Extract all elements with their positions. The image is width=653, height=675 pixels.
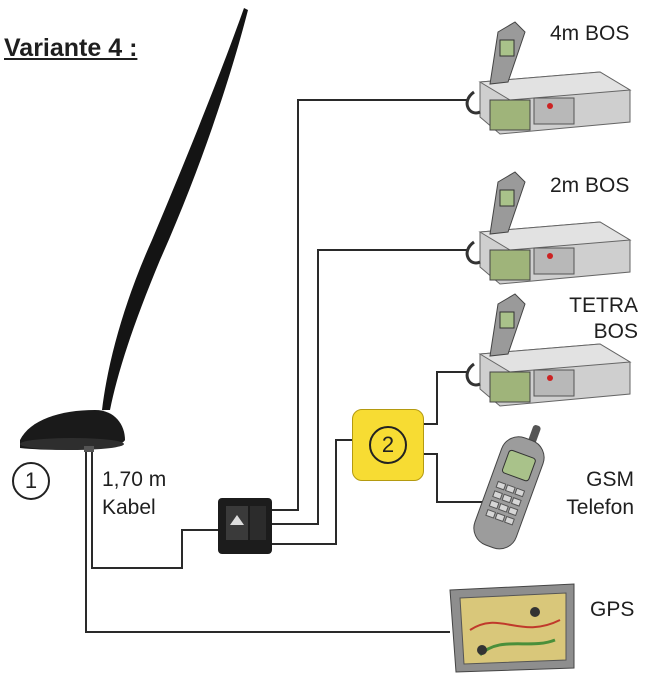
diplexer-box xyxy=(218,498,272,554)
gps-device-image xyxy=(449,583,575,673)
label-tetra: TETRA xyxy=(569,294,638,317)
cable-antenna-to-gps xyxy=(85,450,450,633)
cable-to-splitter xyxy=(270,439,352,545)
label-4m-bos: 4m BOS xyxy=(550,22,630,45)
cable-to-4m-bos xyxy=(270,99,468,511)
antenna-connector xyxy=(84,446,94,452)
gsm-phone-image xyxy=(473,425,545,550)
splitter-box: 2 xyxy=(352,409,424,481)
label-tetra-bos: BOS xyxy=(593,320,638,343)
cable-lines xyxy=(85,99,488,633)
label-telefon: Telefon xyxy=(566,496,634,519)
label-2m-bos: 2m BOS xyxy=(550,174,630,197)
radio-4m-bos-image xyxy=(465,21,632,135)
label-gps: GPS xyxy=(590,598,635,621)
label-gsm: GSM xyxy=(586,468,634,491)
antenna-number-badge: 1 xyxy=(12,462,50,500)
cable-antenna-to-diplexer xyxy=(91,450,218,569)
cable-to-gsm xyxy=(422,453,488,503)
radio-tetra-bos-image xyxy=(465,293,632,407)
diagram-title: Variante 4 : xyxy=(4,34,138,62)
antenna xyxy=(20,8,248,452)
cable-to-tetra xyxy=(422,371,468,425)
cable-type-label: Kabel xyxy=(102,496,156,519)
cable-length-label: 1,70 m xyxy=(102,468,167,491)
cable-to-2m-bos xyxy=(270,249,468,525)
splitter-number-badge: 2 xyxy=(369,426,407,464)
antenna-whip xyxy=(102,8,248,410)
radio-2m-bos-image xyxy=(465,171,632,285)
antenna-base-shadow xyxy=(20,438,124,450)
